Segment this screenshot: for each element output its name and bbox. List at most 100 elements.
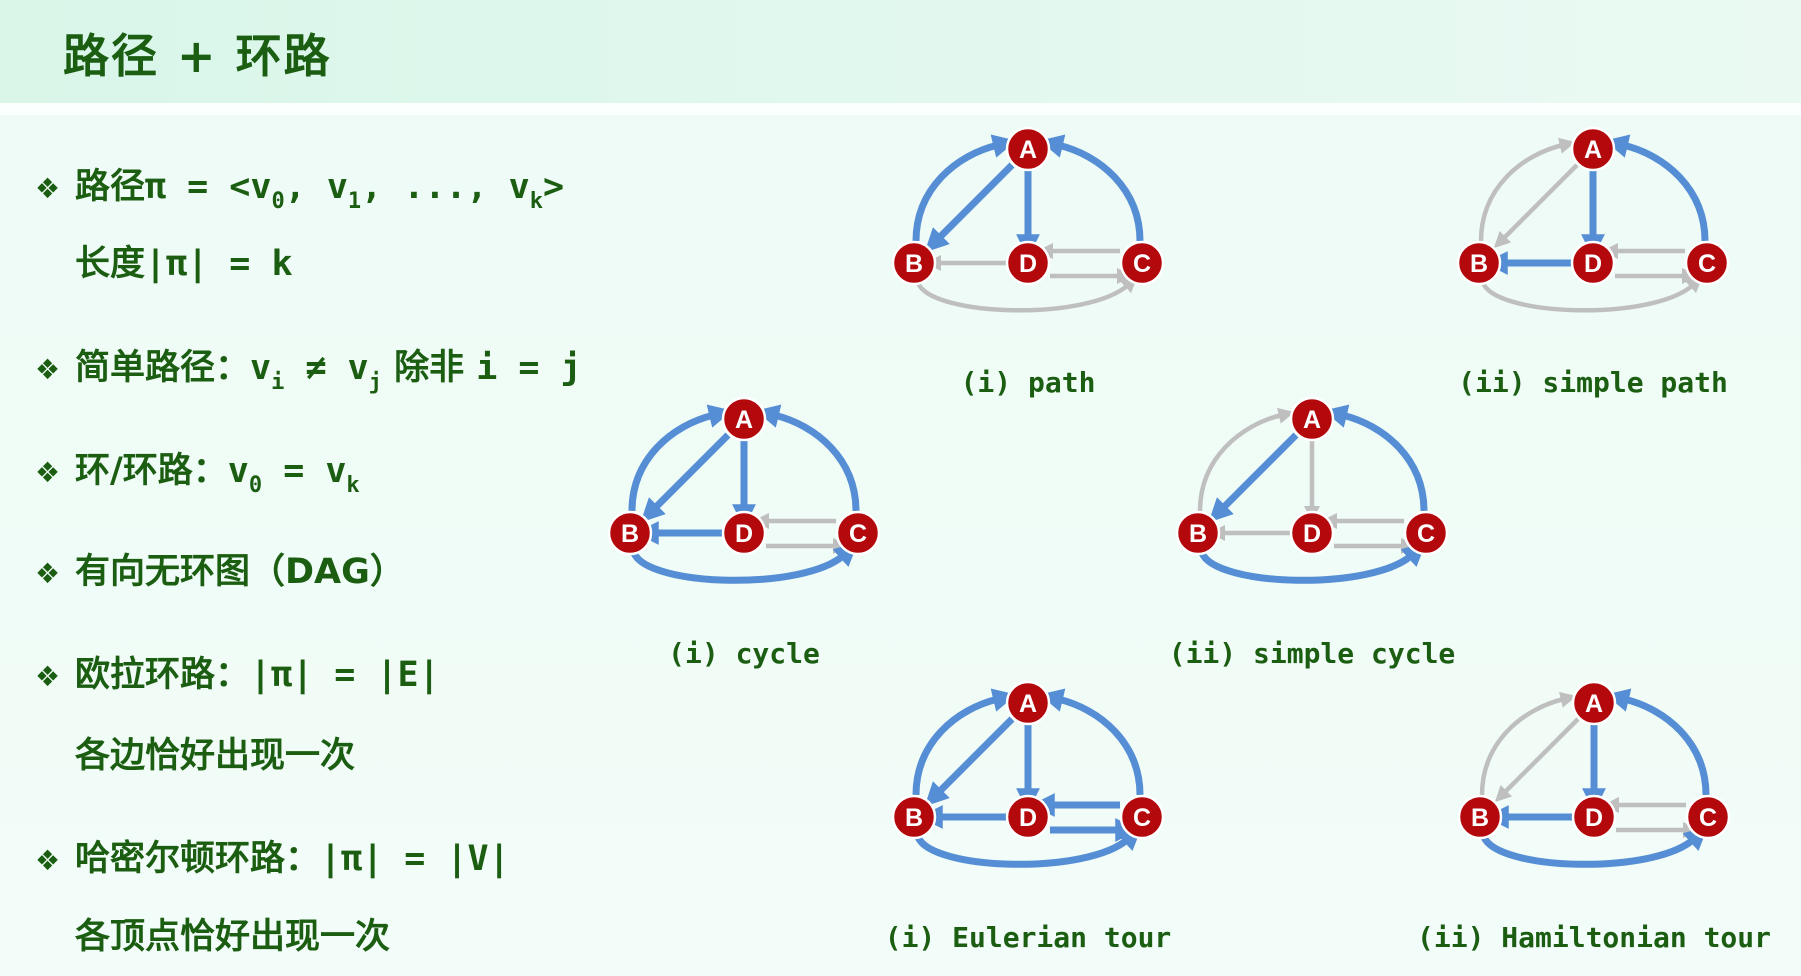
node-C (1119, 240, 1165, 286)
text-run: 欧拉环路： (75, 655, 251, 695)
edge-C-to-A-highlighted (1039, 688, 1144, 796)
node-label: B (621, 520, 639, 548)
node-label: C (1417, 520, 1435, 548)
node-B (1456, 240, 1502, 286)
text-run: 路径 (75, 167, 146, 207)
graph-caption: (i) path (960, 366, 1096, 399)
text-line: ❖有向无环图（DAG） (35, 550, 405, 596)
diamond-bullet-icon: ❖ (35, 660, 61, 693)
text-run: i = j (476, 348, 582, 388)
graph-caption: (i) Eulerian tour (884, 921, 1172, 954)
node-B (891, 240, 937, 286)
node-label: A (1585, 690, 1603, 718)
text-run: , ..., v (361, 167, 530, 207)
node-D (1289, 510, 1335, 556)
text-run: 有向无环图（DAG） (75, 552, 405, 592)
edge-B-to-C-highlighted (1198, 542, 1427, 584)
edge-A-to-B-highlighted (924, 162, 1015, 253)
slide-title: 路径 + 环路 (63, 29, 332, 83)
node-label: C (1133, 250, 1151, 278)
node-B (607, 510, 653, 556)
edge-B-to-A-highlighted (628, 404, 733, 512)
edge-B-to-C-highlighted (914, 826, 1143, 868)
text-run: = v (262, 451, 347, 491)
edge-B-to-A-highlighted (912, 688, 1017, 796)
edge-B-to-C (915, 276, 1138, 313)
text-line: ❖哈密尔顿环路：|π| = |V| (35, 837, 510, 883)
node-A (1005, 126, 1051, 172)
node-label: C (1698, 250, 1716, 278)
node-B (1457, 794, 1503, 840)
node-D (1005, 794, 1051, 840)
node-A (721, 396, 767, 442)
text-run: , v (284, 167, 348, 207)
diamond-bullet-icon: ❖ (35, 456, 61, 489)
node-B (1175, 510, 1221, 556)
text-run: 简单路径： (75, 348, 251, 388)
node-B (891, 794, 937, 840)
edge-B-to-A (1478, 137, 1576, 242)
text-run: 哈密尔顿环路： (75, 839, 321, 879)
text-line: 各顶点恰好出现一次 (75, 915, 390, 959)
graph-diagram: A B D C (891, 680, 1165, 868)
graph-diagram: A B D C (607, 396, 881, 584)
diamond-bullet-icon: ❖ (35, 353, 61, 386)
node-label: B (905, 804, 923, 832)
text-line: ❖环/环路：v0 = vk (35, 449, 360, 508)
node-D (721, 510, 767, 556)
node-C (1403, 510, 1449, 556)
edge-A-to-B-highlighted (924, 716, 1015, 807)
node-label: D (735, 520, 753, 548)
subscript: 0 (271, 189, 285, 214)
text-line: ❖简单路径：vi ≠ vj 除非 i = j (35, 346, 582, 405)
node-label: C (849, 520, 867, 548)
edge-C-to-A-highlighted (755, 404, 860, 512)
edge-C-to-A-highlighted (1323, 404, 1428, 512)
graph-diagram: A B D C (1175, 396, 1449, 584)
node-label: A (1019, 690, 1037, 718)
edge-A-to-B (1493, 163, 1579, 249)
edge-A-to-B-highlighted (1208, 432, 1299, 523)
graph-diagram: A B D C (891, 126, 1165, 313)
node-label: D (1303, 520, 1321, 548)
text-run: > (543, 167, 565, 207)
text-run: 除非 (381, 348, 477, 388)
node-A (1570, 126, 1616, 172)
subscript: 1 (347, 189, 362, 214)
text-line: 各边恰好出现一次 (75, 734, 355, 778)
node-D (1571, 794, 1617, 840)
node-label: C (1133, 804, 1151, 832)
graph-caption: (ii) Hamiltonian tour (1416, 921, 1772, 954)
node-label: B (905, 250, 923, 278)
node-label: C (1699, 804, 1717, 832)
node-C (835, 510, 881, 556)
node-label: D (1019, 804, 1037, 832)
edge-C-to-A-highlighted (1605, 688, 1710, 796)
edge-C-to-A-highlighted (1039, 134, 1144, 242)
node-A (1289, 396, 1335, 442)
node-C (1684, 240, 1730, 286)
subscript: k (529, 189, 543, 214)
node-D (1005, 240, 1051, 286)
node-label: A (1303, 406, 1321, 434)
diamond-bullet-icon: ❖ (35, 844, 61, 877)
node-D (1570, 240, 1616, 286)
text-run: |π| = k (145, 244, 293, 284)
text-run: 环/环路： (75, 451, 228, 491)
node-label: A (1019, 136, 1037, 164)
text-run: 各边恰好出现一次 (75, 736, 356, 776)
node-label: B (1189, 520, 1207, 548)
edge-B-to-C (1480, 276, 1703, 313)
node-label: A (735, 406, 753, 434)
subscript: k (346, 473, 360, 498)
node-label: D (1585, 804, 1603, 832)
edge-A-to-B-highlighted (640, 432, 731, 523)
text-run: π = <v (145, 167, 272, 207)
text-run: v (250, 348, 272, 388)
node-label: D (1019, 250, 1037, 278)
text-line: ❖欧拉环路：|π| = |E| (35, 653, 440, 699)
divider (0, 103, 1801, 115)
subscript: i (271, 370, 285, 395)
node-label: B (1470, 250, 1488, 278)
edge-B-to-A-highlighted (912, 134, 1017, 242)
